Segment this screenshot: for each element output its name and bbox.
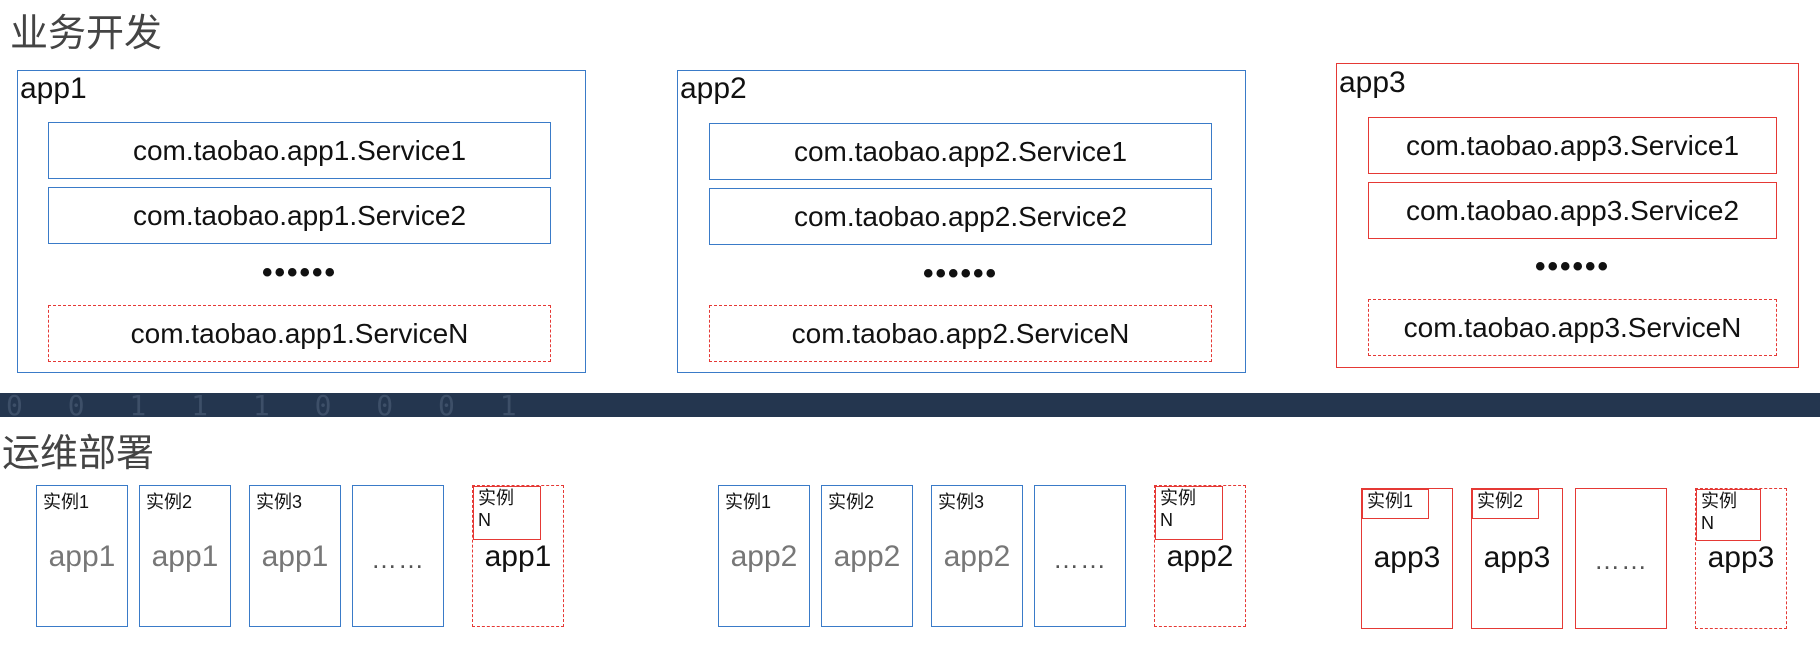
deploy2-instance3: 实例3 app2 [931,485,1023,627]
app3-serviceN: com.taobao.app3.ServiceN [1368,299,1777,356]
deploy2-instanceN: 实例 N app2 [1154,485,1246,627]
app3-ellipsis: •••••• [1534,250,1611,283]
divider-binary-text: 0 0 1 1 1 0 0 0 1 [6,393,531,417]
instance-app: app2 [1166,540,1234,573]
app2-service1: com.taobao.app2.Service1 [709,123,1212,180]
instance-app: app2 [833,540,901,573]
instance-label: 实例1 [725,492,772,512]
app2-box [677,70,1246,373]
instance-app: app1 [261,540,329,573]
instance-label: 实例2 [1472,489,1539,519]
instance-label-n: 实例 N [1155,486,1223,540]
instance-label: 实例2 [146,492,193,512]
deploy1-instanceN: 实例 N app1 [472,485,564,627]
instance-ellipsis: …… [1053,544,1107,574]
deploy2-instance2: 实例2 app2 [821,485,913,627]
instance-app: app1 [48,540,116,573]
app3-box [1336,63,1799,368]
app1-service1: com.taobao.app1.Service1 [48,122,551,179]
app1-ellipsis: •••••• [261,256,338,289]
deploy2-instance1: 实例1 app2 [718,485,810,627]
instance-label: 实例1 [43,492,90,512]
instance-label-n: 实例 N [473,486,541,540]
app3-service2: com.taobao.app3.Service2 [1368,182,1777,239]
deploy1-ellipsis-box: …… [352,485,444,627]
instance-app: app2 [730,540,798,573]
deploy1-instance2: 实例2 app1 [139,485,231,627]
app1-serviceN: com.taobao.app1.ServiceN [48,305,551,362]
app3-title: app3 [1339,66,1406,99]
section-title-ops: 运维部署 [2,433,155,475]
app2-service2: com.taobao.app2.Service2 [709,188,1212,245]
section-divider: 0 0 1 1 1 0 0 0 1 [0,393,1820,417]
instance-ellipsis: …… [1594,545,1648,575]
instance-app: app2 [943,540,1011,573]
app1-box [17,70,586,373]
instance-label: 实例3 [938,492,985,512]
app1-service2: com.taobao.app1.Service2 [48,187,551,244]
app2-ellipsis: •••••• [922,257,999,290]
instance-label: 实例2 [828,492,875,512]
instance-app: app3 [1483,541,1551,574]
instance-ellipsis: …… [371,544,425,574]
instance-label: 实例3 [256,492,303,512]
deploy2-ellipsis-box: …… [1034,485,1126,627]
instance-label: 实例1 [1362,489,1429,519]
app2-title: app2 [680,72,747,105]
deploy1-instance3: 实例3 app1 [249,485,341,627]
app1-title: app1 [20,72,87,105]
app2-serviceN: com.taobao.app2.ServiceN [709,305,1212,362]
deploy3-instance1: 实例1 app3 [1361,488,1453,629]
deploy3-instanceN: 实例 N app3 [1695,488,1787,629]
deploy1-instance1: 实例1 app1 [36,485,128,627]
instance-app: app1 [151,540,219,573]
deploy3-ellipsis-box: …… [1575,488,1667,629]
app3-service1: com.taobao.app3.Service1 [1368,117,1777,174]
deploy3-instance2: 实例2 app3 [1471,488,1563,629]
instance-app: app3 [1373,541,1441,574]
instance-label-n: 实例 N [1696,489,1761,541]
instance-app: app1 [484,540,552,573]
section-title-dev: 业务开发 [10,13,163,55]
instance-app: app3 [1707,541,1775,574]
